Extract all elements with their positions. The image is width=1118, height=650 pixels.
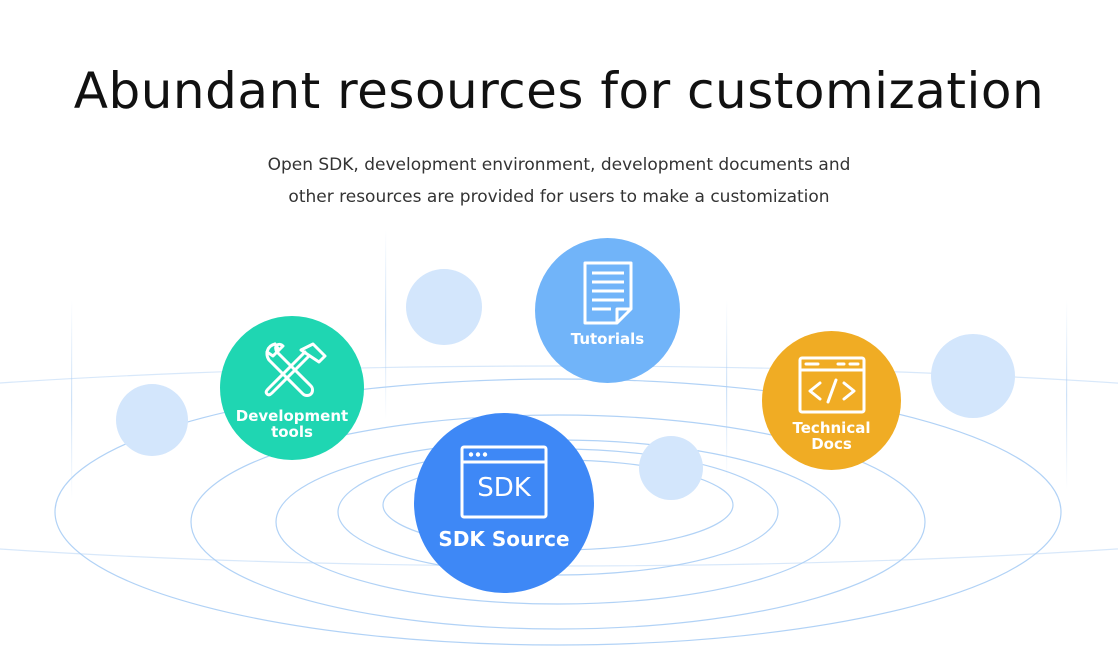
technical-docs-label-line-2: Docs <box>811 435 852 453</box>
decorative-bubbles <box>116 269 1015 500</box>
development-tools-circle[interactable]: Development tools <box>220 316 364 460</box>
sdk-icon-text: SDK <box>477 473 531 503</box>
subtitle-line-2: other resources are provided for users t… <box>288 187 830 207</box>
tutorials-circle[interactable]: Tutorials <box>535 238 680 383</box>
page-title: Abundant resources for customization <box>73 62 1045 120</box>
vertical-light-lines <box>71 230 1068 500</box>
browser-window-icon: SDK <box>460 445 548 519</box>
document-icon <box>581 261 635 325</box>
tutorials-label: Tutorials <box>570 330 645 348</box>
code-window-icon <box>798 356 866 414</box>
sdk-source-label: SDK Source <box>438 527 570 551</box>
subtitle-line-1: Open SDK, development environment, devel… <box>267 155 851 175</box>
tools-icon <box>253 340 331 402</box>
technical-docs-label-line-1: Technical <box>792 419 871 437</box>
development-tools-label-line-2: tools <box>271 423 313 441</box>
technical-docs-circle[interactable]: Technical Docs <box>762 331 901 470</box>
development-tools-label-line-1: Development <box>235 407 349 425</box>
sdk-source-circle[interactable]: SDK SDK Source <box>414 413 594 593</box>
